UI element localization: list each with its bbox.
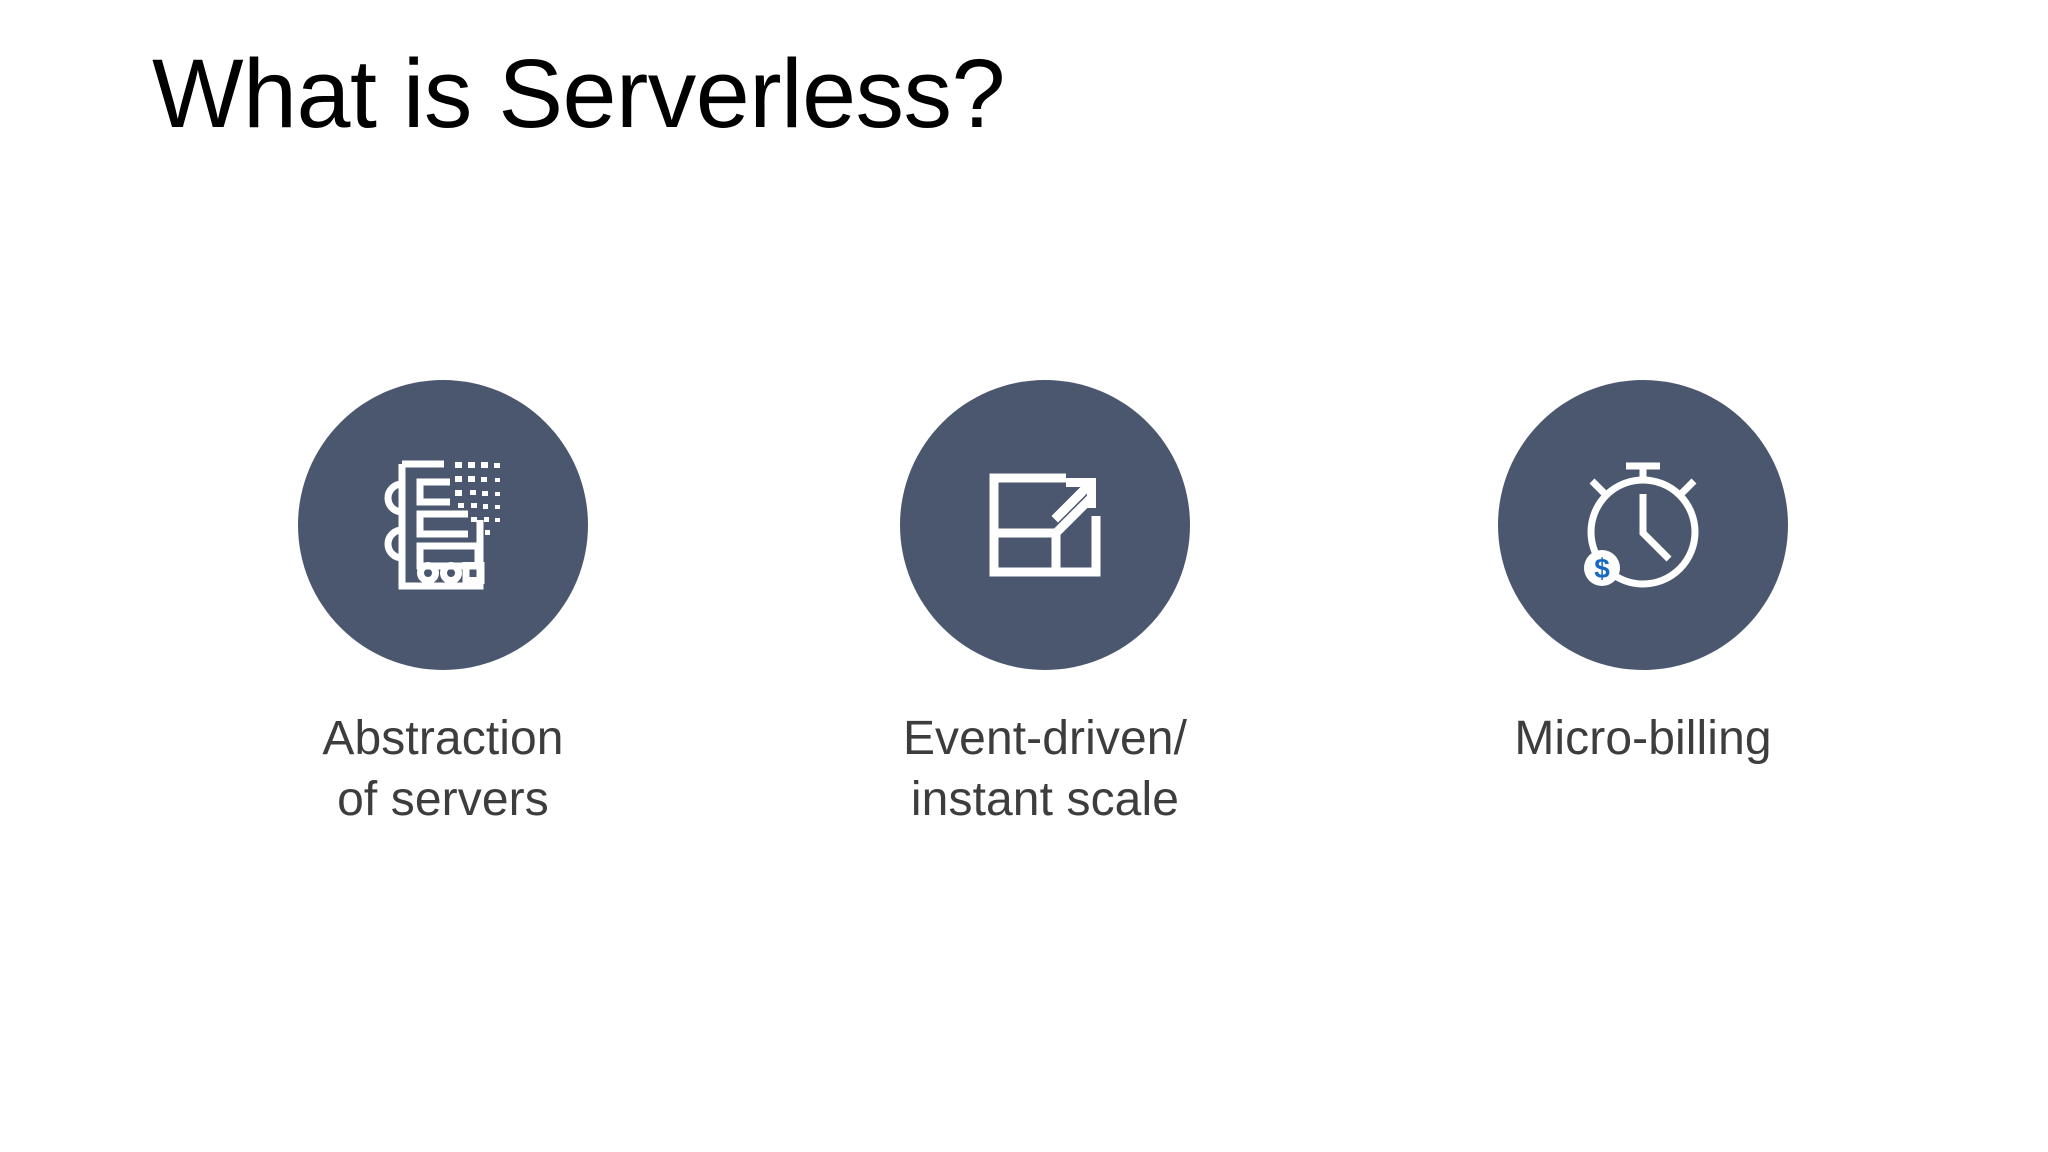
feature-card-event-driven-instant-scale[interactable]: Event-driven/ instant scale <box>835 380 1255 831</box>
feature-card-row: Abstraction of servers <box>0 380 2048 850</box>
server-rack-icon <box>384 460 500 590</box>
feature-card-label: Abstraction of servers <box>322 712 564 827</box>
arrow-head <box>1051 478 1096 523</box>
stopwatch-dollar-icon: $ <box>1584 462 1699 588</box>
feature-card-abstraction-of-servers[interactable]: Abstraction of servers <box>233 380 653 831</box>
icon-badge-abstraction <box>298 380 588 670</box>
page-title: What is Serverless? <box>152 39 1006 148</box>
feature-card-label: Event-driven/ instant scale <box>902 712 1188 827</box>
icon-badge-micro-billing: $ <box>1498 380 1788 670</box>
dollar-badge: $ <box>1584 550 1620 586</box>
scale-arrow-icon <box>989 473 1101 577</box>
svg-text:$: $ <box>1594 553 1610 584</box>
feature-card-label: Micro-billing <box>1514 712 1772 765</box>
icon-badge-scale <box>900 380 1190 670</box>
feature-card-micro-billing[interactable]: $ Micro-billing <box>1433 380 1853 769</box>
